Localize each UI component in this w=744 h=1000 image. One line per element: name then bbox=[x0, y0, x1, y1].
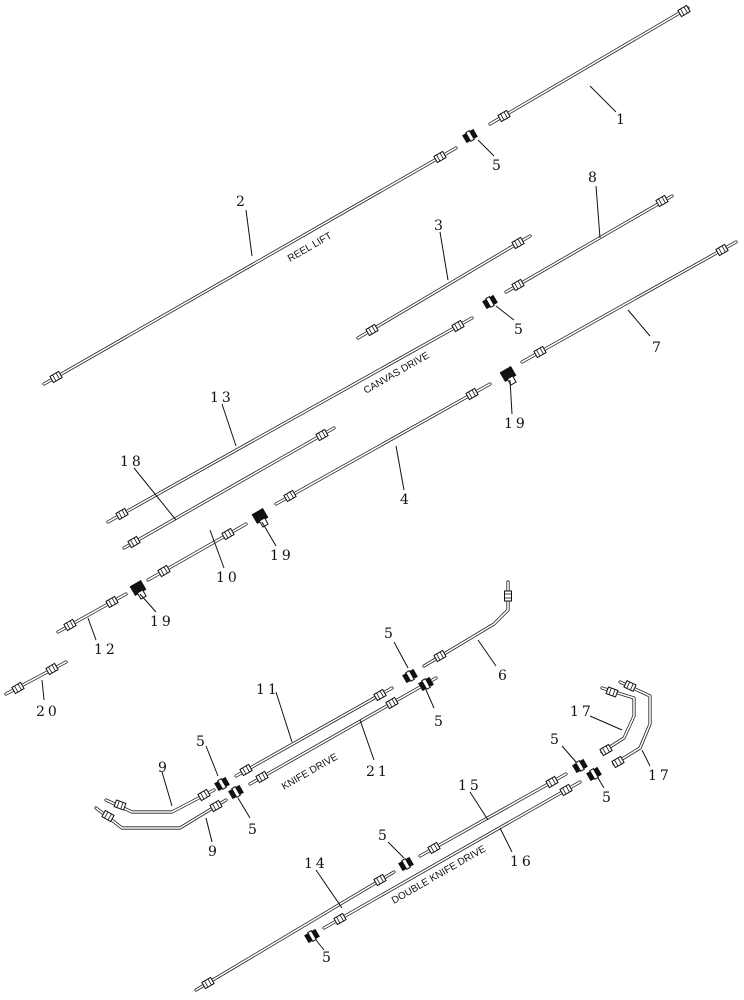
callout-2: 2 bbox=[236, 194, 248, 210]
callout-1: 1 bbox=[616, 112, 628, 128]
tube-1 bbox=[488, 4, 691, 126]
callout-4: 4 bbox=[400, 492, 412, 508]
tube-6 bbox=[422, 580, 512, 668]
callout-6: 6 bbox=[498, 668, 510, 684]
callout-19: 19 bbox=[270, 548, 294, 564]
tee-upper bbox=[499, 366, 520, 388]
callout-9: 9 bbox=[158, 760, 170, 776]
callout-17: 17 bbox=[570, 704, 594, 720]
callout-11: 11 bbox=[256, 682, 280, 698]
tube-2 bbox=[42, 146, 458, 386]
tube-8 bbox=[504, 194, 674, 294]
label-knife-drive: KNIFE DRIVE bbox=[280, 752, 340, 793]
callout-5: 5 bbox=[384, 626, 396, 642]
callout-16: 16 bbox=[510, 854, 534, 870]
tube-12 bbox=[56, 592, 128, 634]
tube-7 bbox=[520, 240, 738, 364]
tube-11 bbox=[234, 686, 394, 778]
leader-lines bbox=[41, 85, 651, 951]
coupler-knife-left-lower bbox=[227, 784, 245, 800]
tube-17-lower bbox=[611, 680, 652, 769]
label-double-knife-drive: DOUBLE KNIFE DRIVE bbox=[390, 844, 488, 907]
callout-17: 17 bbox=[648, 768, 672, 784]
callout-18: 18 bbox=[120, 454, 144, 470]
callout-10: 10 bbox=[216, 570, 240, 586]
tube-20 bbox=[4, 660, 68, 696]
tube-3 bbox=[356, 234, 532, 340]
callout-5: 5 bbox=[492, 158, 504, 174]
coupler-knife-left-upper bbox=[213, 776, 231, 792]
callout-15: 15 bbox=[458, 778, 482, 794]
callout-20: 20 bbox=[36, 704, 60, 720]
coupler-dkd-lower bbox=[585, 766, 603, 782]
callout-5: 5 bbox=[514, 322, 526, 338]
callout-5: 5 bbox=[434, 714, 446, 730]
coupler-reel-lift bbox=[461, 128, 479, 144]
callout-12: 12 bbox=[94, 642, 118, 658]
tube-13 bbox=[106, 316, 474, 524]
callout-14: 14 bbox=[304, 856, 328, 872]
tube-15 bbox=[418, 772, 568, 858]
callout-19: 19 bbox=[504, 416, 528, 432]
callout-5: 5 bbox=[322, 950, 334, 966]
callout-5: 5 bbox=[550, 732, 562, 748]
tube-21 bbox=[248, 676, 438, 786]
callout-5: 5 bbox=[248, 822, 260, 838]
callout-21: 21 bbox=[366, 764, 390, 780]
tee-middle bbox=[251, 508, 272, 530]
tube-14 bbox=[194, 870, 396, 992]
callout-9: 9 bbox=[208, 844, 220, 860]
callout-8: 8 bbox=[588, 170, 600, 186]
tube-18 bbox=[122, 426, 336, 550]
tube-9-lower bbox=[94, 798, 228, 830]
tee-lower bbox=[129, 580, 150, 602]
callout-7: 7 bbox=[652, 340, 664, 356]
tube-17-upper bbox=[599, 686, 636, 757]
coupler-knife-upper bbox=[401, 668, 419, 684]
callout-5: 5 bbox=[196, 734, 208, 750]
coupler-canvas-drive bbox=[481, 294, 499, 310]
callout-13: 13 bbox=[210, 390, 234, 406]
tube-4 bbox=[274, 382, 492, 506]
tube-10 bbox=[146, 522, 248, 582]
callout-5: 5 bbox=[378, 828, 390, 844]
coupler-dkd-mid bbox=[397, 856, 415, 872]
label-reel-lift: REEL LIFT bbox=[286, 231, 334, 265]
tube-16 bbox=[322, 780, 582, 930]
tube-9-upper bbox=[104, 788, 216, 814]
callout-3: 3 bbox=[434, 218, 446, 234]
callout-5: 5 bbox=[602, 790, 614, 806]
callout-19: 19 bbox=[150, 614, 174, 630]
